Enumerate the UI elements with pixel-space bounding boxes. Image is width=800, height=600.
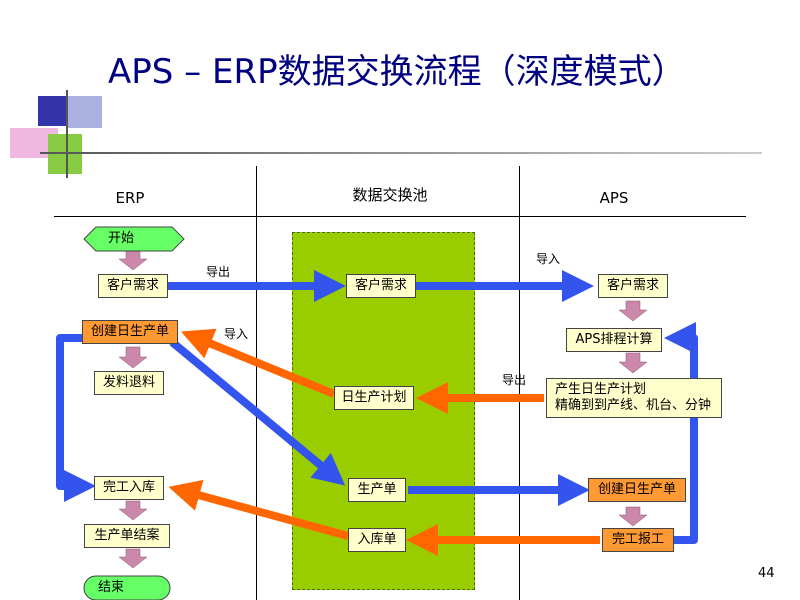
end-node: 结束 <box>98 580 125 596</box>
page-number: 44 <box>758 566 775 581</box>
aps-work-report-node: 完工报工 <box>602 528 674 552</box>
step-arrow <box>118 346 148 369</box>
erp-issue-return-node: 发料退料 <box>94 371 164 395</box>
aps-customer-demand-node: 客户需求 <box>598 274 668 298</box>
erp-order-close-node: 生产单结案 <box>84 524 170 548</box>
pool-customer-demand-node: 客户需求 <box>346 274 416 298</box>
erp-customer-demand-node: 客户需求 <box>98 274 168 298</box>
column-header-pool: 数据交换池 <box>352 186 428 204</box>
erp-create-daily-order-node: 创建日生产单 <box>82 320 178 344</box>
label-export-erp: 导出 <box>206 265 231 279</box>
end-node-shape <box>83 575 171 600</box>
aps-daily-plan-line2: 精确到到产线、机台、分钟 <box>555 398 712 413</box>
step-arrow <box>118 548 148 569</box>
column-header-erp: ERP <box>115 189 145 207</box>
flow-pool-stockin-to-erp <box>168 479 350 540</box>
pool-daily-plan-node: 日生产计划 <box>334 386 414 410</box>
pool-production-order-node: 生产单 <box>348 478 406 502</box>
label-export-aps: 导出 <box>502 373 527 387</box>
divider-right <box>519 166 520 600</box>
decor-square-lightblue <box>68 96 102 128</box>
aps-scheduling-node: APS排程计算 <box>566 328 662 352</box>
label-import-erp: 导入 <box>224 327 249 341</box>
divider-left <box>256 166 257 600</box>
step-arrow <box>618 300 648 322</box>
flow-erp-loop <box>56 334 96 502</box>
header-rule <box>54 216 746 217</box>
flow-erp-order-to-pool <box>169 338 346 486</box>
flow-aps-loop <box>664 322 698 544</box>
slide-title: APS – ERP数据交换流程（深度模式） <box>108 52 686 92</box>
flow-pool-plan-to-erp <box>180 328 336 398</box>
label-import-aps: 导入 <box>536 252 561 266</box>
step-arrow <box>618 506 648 527</box>
pool-stockin-order-node: 入库单 <box>348 528 406 552</box>
aps-daily-plan-line1: 产生日生产计划 <box>555 382 647 398</box>
aps-create-daily-order-node: 创建日生产单 <box>588 478 686 502</box>
start-node-shape <box>83 226 185 252</box>
step-arrow <box>618 352 648 374</box>
decor-square-blue <box>38 96 68 126</box>
aps-daily-plan-node: 产生日生产计划 精确到到产线、机台、分钟 <box>546 378 722 418</box>
step-arrow <box>118 500 148 521</box>
decor-vbar <box>66 90 68 178</box>
start-node: 开始 <box>108 231 135 247</box>
step-arrow <box>118 250 148 271</box>
column-header-aps: APS <box>599 189 629 207</box>
title-rule <box>40 152 762 154</box>
erp-completion-stockin-node: 完工入库 <box>94 476 164 500</box>
decor-square-green <box>48 134 82 174</box>
